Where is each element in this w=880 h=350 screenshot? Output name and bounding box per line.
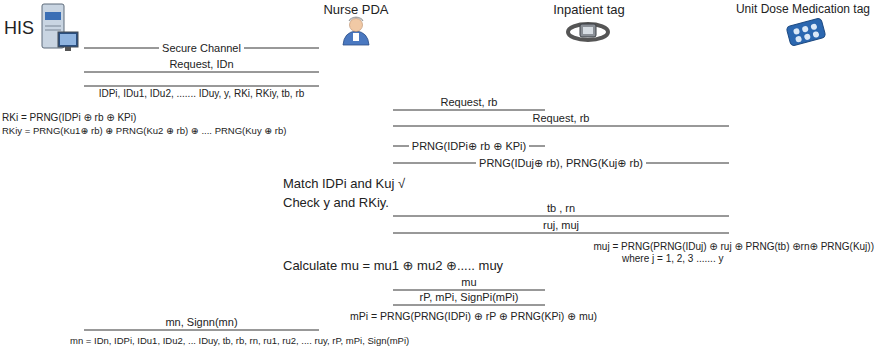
message-label: mu [458,276,479,289]
message-line [84,86,319,87]
participant-column: Nurse PDA [319,2,393,336]
nurse-icon [343,17,369,45]
participant-name: Nurse PDA [319,3,393,18]
participant-name: Inpatient tag [545,3,633,18]
message-line [84,330,319,331]
message-label: mn, Signn(mn) [162,316,240,329]
message-label: Request, rb [438,96,501,109]
message-line [393,126,729,127]
wristband-icon [568,24,608,40]
message-line [393,290,545,291]
participant-name: Unit Dose Medication tag [729,3,877,17]
message-label: tb , rn [544,202,578,215]
message-line [393,233,729,234]
message-label: Request, IDn [166,58,236,71]
message-line [393,110,545,111]
formula-note: RKi = PRNG(IDPi ⊕ rb ⊕ KPi) [2,112,136,124]
formula-note: mn = IDn, IDPi, IDu1, IDu2, ... IDuy, tb… [70,335,409,346]
message-label: PRNG(IDuj⊕ rb), PRNG(Kuj⊕ rb) [476,157,646,170]
participant-column: HIS [2,2,84,333]
participant-column: Unit Dose Medication tag [729,2,877,238]
message-line [393,216,729,217]
formula-note: Check y and RKiy. [283,195,389,211]
participant-column: Inpatient tag [545,2,633,308]
message-label: PRNG(IDPi⊕ rb ⊕ KPi) [409,140,529,153]
participant-name: HIS [4,18,84,39]
formula-note: mPi = PRNG(PRNG(IDPi) ⊕ rP ⊕ PRNG(KPi) ⊕… [350,310,597,323]
database-server-icon [42,4,78,51]
message-label: Secure Channel [159,42,244,55]
formula-note: Match IDPi and Kuj √ [283,176,405,192]
message-label: IDPi, IDu1, IDu2, ....... IDuy, y, RKi, … [96,88,308,100]
formula-note: where j = 1, 2, 3 ....... y [622,253,723,265]
formula-note: RKiy = PRNG(Ku1⊕ rb) ⊕ PRNG(Ku2 ⊕ rb) ⊕ … [2,125,286,136]
formula-note: Calculate mu = mu1 ⊕ mu2 ⊕..... muy [283,258,503,274]
formula-note: muj = PRNG(PRNG(IDuj) ⊕ ruj ⊕ PRNG(tb) ⊕… [594,241,874,253]
message-line [393,305,545,306]
message-label: rP, mPi, SignPi(mPi) [417,291,522,304]
message-label: Request, rb [530,112,593,125]
message-line [84,72,319,73]
message-label: ruj, muj [540,219,582,232]
medication-blister-icon [786,18,826,47]
